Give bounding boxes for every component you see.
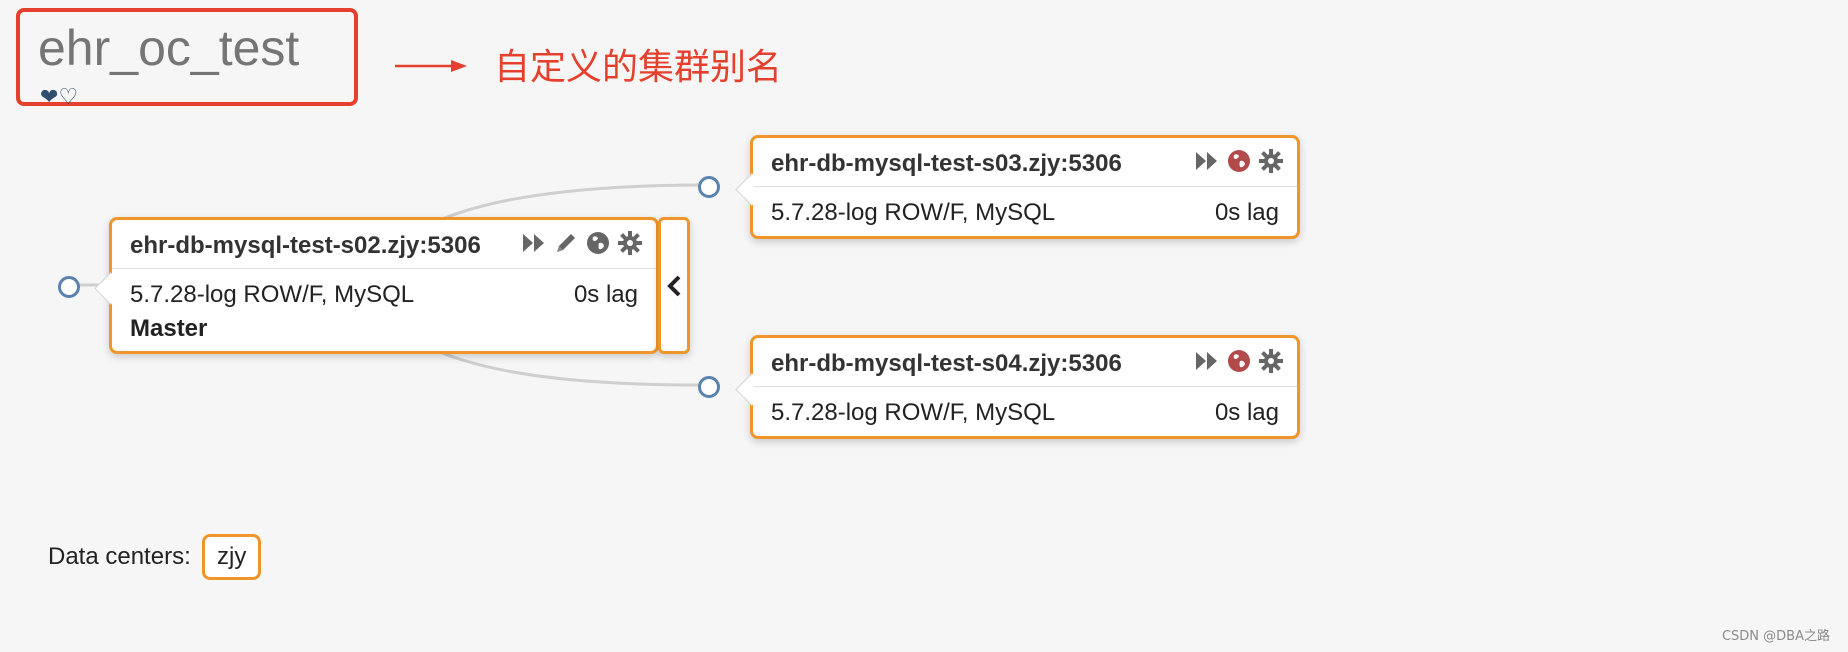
instance-card-s03[interactable]: ehr-db-mysql-test-s03.zjy:5306 5.7.28-lo…: [735, 135, 1300, 239]
instance-version: 5.7.28-log ROW/F, MySQL: [130, 281, 415, 308]
link-s02-s03: [439, 183, 699, 222]
instance-card-s04[interactable]: ehr-db-mysql-test-s04.zjy:5306 5.7.28-lo…: [735, 335, 1300, 439]
link-s02-s04: [439, 350, 699, 387]
heart-filled-icon[interactable]: ❤: [40, 84, 59, 109]
node-connector-s02[interactable]: [58, 276, 80, 298]
collapse-replicas-button[interactable]: [658, 217, 690, 354]
instance-header: ehr-db-mysql-test-s02.zjy:5306: [112, 220, 656, 269]
instance-lag: 0s lag: [1214, 199, 1279, 226]
instance-version: 5.7.28-log ROW/F, MySQL: [771, 199, 1056, 226]
gear-icon[interactable]: [618, 231, 642, 255]
cluster-alias-title: ehr_oc_test: [38, 20, 300, 76]
fast-forward-icon[interactable]: [1195, 150, 1219, 172]
instance-host[interactable]: ehr-db-mysql-test-s03.zjy:5306: [771, 150, 1122, 177]
instance-header: ehr-db-mysql-test-s03.zjy:5306: [753, 138, 1297, 187]
gear-icon[interactable]: [1259, 349, 1283, 373]
data-center-badge-zjy[interactable]: zjy: [202, 534, 262, 580]
chevron-left-icon: [667, 275, 681, 296]
globe-icon[interactable]: [1227, 149, 1251, 173]
gear-icon[interactable]: [1259, 149, 1283, 173]
watermark: CSDN @DBA之路: [1721, 629, 1830, 644]
instance-header: ehr-db-mysql-test-s04.zjy:5306: [753, 338, 1297, 387]
instance-role: Master: [130, 315, 208, 342]
instance-lag: 0s lag: [1214, 399, 1279, 426]
instance-version: 5.7.28-log ROW/F, MySQL: [771, 399, 1056, 426]
node-connector-s03[interactable]: [698, 176, 720, 198]
instance-host[interactable]: ehr-db-mysql-test-s04.zjy:5306: [771, 350, 1122, 377]
card-pointer: [94, 272, 127, 305]
globe-icon[interactable]: [1227, 349, 1251, 373]
fast-forward-icon[interactable]: [1195, 350, 1219, 372]
data-centers-label: Data centers:: [48, 543, 191, 570]
instance-lag: 0s lag: [573, 281, 638, 308]
annotation-text: 自定义的集群别名: [494, 47, 783, 88]
annotation-arrow-icon: [395, 60, 467, 72]
node-connector-s04[interactable]: [698, 376, 720, 398]
favorite-hearts[interactable]: ❤♡: [40, 86, 78, 108]
instance-card-s02[interactable]: ehr-db-mysql-test-s02.zjy:5306 5.7.28-lo…: [94, 217, 659, 354]
cluster-alias-highlight-box: [16, 8, 358, 106]
instance-host[interactable]: ehr-db-mysql-test-s02.zjy:5306: [130, 232, 481, 259]
globe-icon[interactable]: [586, 231, 610, 255]
pencil-icon[interactable]: [554, 231, 578, 255]
heart-outline-icon[interactable]: ♡: [58, 84, 79, 109]
fast-forward-icon[interactable]: [522, 232, 546, 254]
